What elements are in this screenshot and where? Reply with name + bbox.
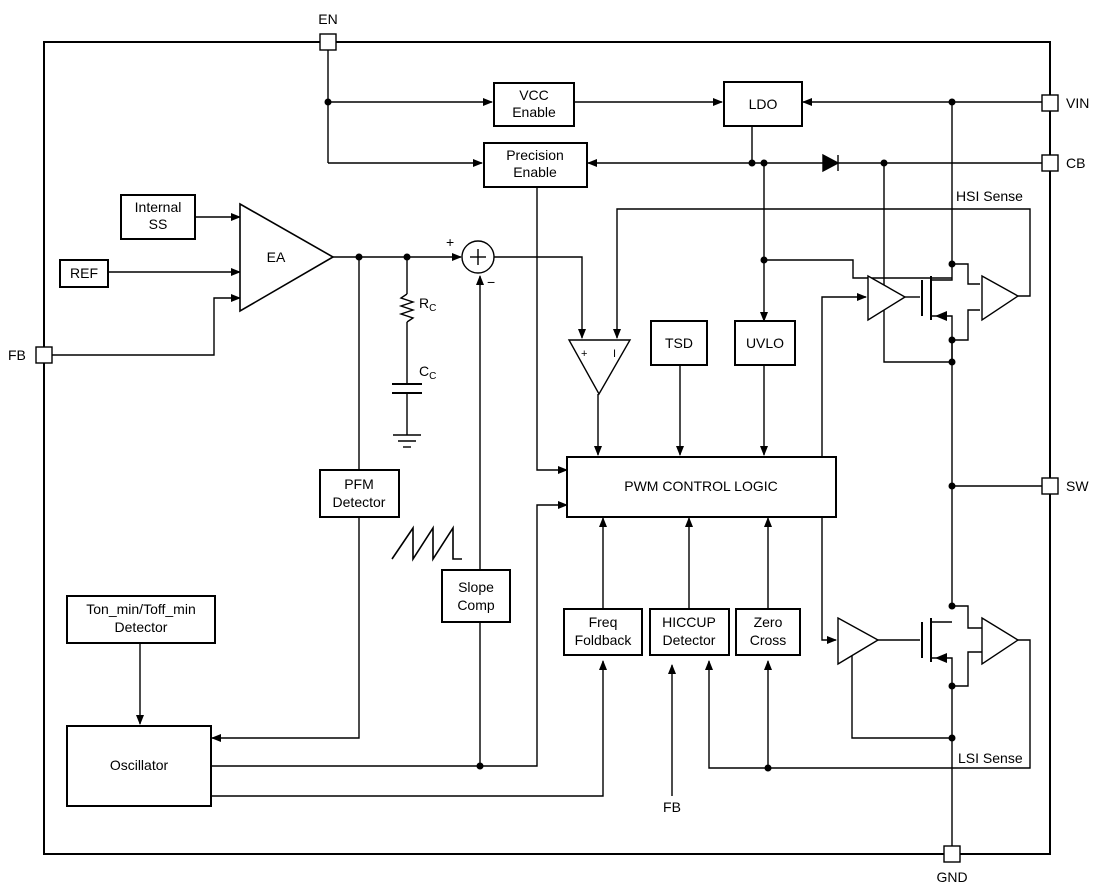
svg-text:PWM CONTROL LOGIC: PWM CONTROL LOGIC — [624, 478, 778, 494]
svg-text:Slope: Slope — [458, 579, 494, 595]
ls-gate-driver — [837, 616, 880, 666]
summing-junction: + − — [446, 234, 495, 290]
ton-toff-detector-block: Ton_min/Toff_min Detector — [66, 595, 216, 644]
svg-text:Detector: Detector — [333, 494, 386, 510]
zero-cross-block: Zero Cross — [735, 608, 801, 656]
svg-text:Freq: Freq — [589, 614, 618, 630]
ic-boundary — [43, 41, 1051, 855]
hsi-sense-label: HSI Sense — [956, 188, 1023, 204]
tsd-block: TSD — [650, 320, 708, 366]
svg-text:VCC: VCC — [519, 87, 549, 103]
svg-text:TSD: TSD — [665, 335, 693, 351]
pin-gnd-label: GND — [936, 869, 967, 885]
svg-text:UVLO: UVLO — [746, 335, 784, 351]
svg-text:CC: CC — [419, 363, 436, 382]
ls-sense-amp — [981, 616, 1020, 666]
error-amplifier: EA — [239, 202, 335, 313]
pin-vin: VIN — [1041, 94, 1089, 112]
svg-text:Ton_min/Toff_min: Ton_min/Toff_min — [86, 601, 195, 617]
oscillator-block: Oscillator — [66, 725, 212, 807]
svg-text:Internal: Internal — [135, 199, 182, 215]
svg-text:LDO: LDO — [749, 96, 778, 112]
svg-text:Detector: Detector — [663, 632, 716, 648]
pin-sw: SW — [1041, 477, 1089, 495]
hs-fet-arrow — [935, 311, 947, 321]
pin-gnd: GND — [936, 845, 968, 885]
svg-text:Foldback: Foldback — [575, 632, 633, 648]
freq-foldback-block: Freq Foldback — [563, 608, 643, 656]
pin-cb-label: CB — [1066, 155, 1085, 171]
svg-text:Precision: Precision — [506, 147, 564, 163]
pin-cb: CB — [1041, 154, 1085, 172]
fb-internal-label: FB — [663, 799, 681, 815]
hs-sense-amp — [981, 274, 1020, 322]
wires — [52, 50, 1042, 846]
ls-fet-arrow — [935, 653, 947, 663]
pin-sw-label: SW — [1066, 478, 1089, 494]
pin-fb-label: FB — [8, 347, 26, 363]
ref-block: REF — [59, 259, 109, 288]
ldo-block: LDO — [723, 81, 803, 127]
svg-text:Enable: Enable — [512, 104, 556, 120]
rc-labels: RC CC — [419, 295, 436, 382]
svg-text:HICCUP: HICCUP — [662, 614, 716, 630]
pfm-detector-block: PFM Detector — [319, 469, 400, 518]
svg-text:Enable: Enable — [513, 164, 557, 180]
svg-text:−: − — [487, 274, 495, 290]
sawtooth-waveform — [391, 525, 462, 562]
pin-vin-label: VIN — [1066, 95, 1089, 111]
svg-text:+: + — [581, 348, 587, 360]
svg-text:PFM: PFM — [344, 476, 374, 492]
pwm-comparator: + I — [567, 339, 632, 396]
svg-text:REF: REF — [70, 265, 98, 281]
svg-text:+: + — [446, 234, 454, 250]
svg-text:Detector: Detector — [115, 619, 168, 635]
internal-ss-block: Internal SS — [120, 194, 196, 240]
svg-text:Zero: Zero — [754, 614, 783, 630]
hiccup-detector-block: HICCUP Detector — [649, 608, 730, 656]
svg-text:I: I — [613, 348, 616, 360]
slope-comp-block: Slope Comp — [441, 569, 511, 623]
precision-enable-block: Precision Enable — [483, 142, 588, 188]
lsi-sense-label: LSI Sense — [958, 750, 1023, 766]
bootstrap-diode — [822, 153, 840, 173]
vcc-enable-block: VCC Enable — [493, 82, 575, 127]
uvlo-block: UVLO — [734, 320, 796, 366]
svg-text:RC: RC — [419, 295, 436, 314]
hs-gate-driver — [867, 274, 907, 322]
junction-dots — [324, 98, 956, 772]
pin-en-label: EN — [318, 11, 337, 27]
svg-text:Oscillator: Oscillator — [110, 757, 169, 773]
pwm-control-logic-block: PWM CONTROL LOGIC — [566, 456, 837, 518]
svg-text:Cross: Cross — [750, 632, 787, 648]
svg-text:Comp: Comp — [457, 597, 495, 613]
svg-text:SS: SS — [149, 216, 168, 232]
svg-text:EA: EA — [267, 249, 286, 265]
pin-fb: FB — [8, 346, 53, 364]
pin-en: EN — [318, 11, 338, 51]
